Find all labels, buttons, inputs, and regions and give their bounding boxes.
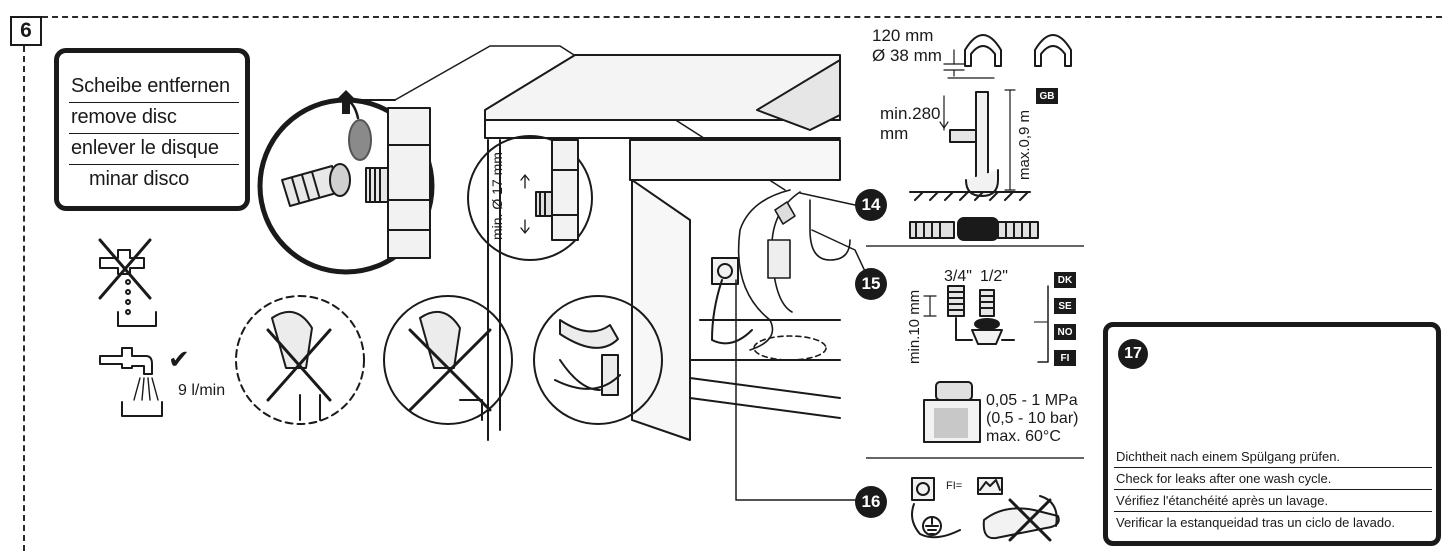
remove-disc-instruction-box: Scheibe entfernen remove disc enlever le… — [54, 48, 250, 211]
thread-size-b: 1/2" — [980, 268, 1008, 285]
country-badge-gb: GB — [1036, 88, 1058, 104]
hoses — [737, 189, 851, 361]
country-badge-dk: DK — [1054, 272, 1076, 288]
dashed-border-left — [23, 46, 25, 551]
tap-handle-detail-3 — [533, 295, 663, 425]
country-badge-se: SE — [1054, 298, 1076, 314]
valve-thread-label: min. Ø 17 mm — [489, 152, 505, 240]
drain-diagram — [909, 34, 1072, 241]
disc-detail-magnifier — [257, 96, 435, 275]
leak-check-es: Verificar la estanqueidad tras un ciclo … — [1116, 515, 1395, 530]
leak-check-fr: Vérifiez l'étanchéité après un lavage. — [1116, 493, 1329, 508]
step-number: 6 — [20, 19, 32, 42]
check-icon: ✔ — [168, 345, 190, 375]
leak-check-de: Dichtheit nach einem Spülgang prüfen. — [1116, 449, 1341, 464]
divider — [1114, 511, 1432, 512]
divider — [69, 133, 239, 134]
tap-handle-detail-1 — [235, 295, 365, 425]
thread-size-a: 3/4" — [944, 268, 972, 285]
drain-diameter-label: Ø 38 mm — [872, 46, 942, 65]
callout-17: 17 — [1118, 339, 1148, 369]
flow-rate-label: 9 l/min — [178, 382, 226, 399]
min-length-label: min.10 mm — [906, 289, 923, 364]
disc-label-fr: enlever le disque — [71, 137, 219, 159]
leak-check-en: Check for leaks after one wash cycle. — [1116, 471, 1332, 486]
disc-label-de: Scheibe entfernen — [71, 75, 230, 97]
drain-max-height-label: max.0,9 m — [1016, 109, 1033, 180]
dashed-border-top — [42, 16, 1442, 18]
disc-label-es: minar disco — [89, 168, 190, 190]
electric-diagram — [911, 477, 1060, 542]
callout-16: 16 — [855, 486, 887, 518]
disc-label-en: remove disc — [71, 106, 177, 128]
tap-handle-detail-2 — [383, 295, 513, 425]
water-supply-diagram — [923, 285, 1049, 443]
leak-check-box: 17 Dichtheit nach einem Spülgang prüfen.… — [1103, 322, 1441, 546]
pressure-label-mpa: 0,05 - 1 MPa — [986, 392, 1078, 409]
wall-socket — [711, 257, 753, 345]
tap-icon — [99, 347, 163, 417]
valve-detail-magnifier — [467, 135, 593, 261]
up-arrow-icon — [336, 90, 356, 114]
drain-min-height-unit: mm — [880, 124, 909, 143]
no-tap-icon — [98, 238, 157, 327]
step-number-badge: 6 — [10, 16, 42, 46]
pressure-label-bar: (0,5 - 10 bar) — [986, 410, 1079, 427]
callout-14: 14 — [855, 189, 887, 221]
country-badge-no: NO — [1054, 324, 1076, 340]
country-badge-fi: FI — [1054, 350, 1076, 366]
max-temperature-label: max. 60°C — [986, 428, 1061, 445]
drain-min-height-label: min.280 — [880, 104, 941, 123]
fi-label: FI= — [946, 480, 963, 492]
kitchen-cabinet — [484, 54, 841, 441]
divider — [1114, 467, 1432, 468]
divider — [69, 164, 239, 165]
divider — [69, 102, 239, 103]
drain-height-label: 120 mm — [872, 26, 934, 45]
callout-15: 15 — [855, 268, 887, 300]
divider — [1114, 489, 1432, 490]
